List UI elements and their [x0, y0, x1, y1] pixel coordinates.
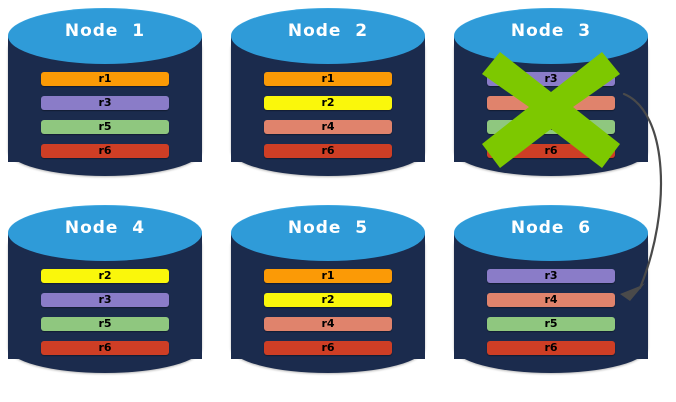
node-4-records: r2 r3 r5 r6 — [41, 269, 169, 355]
node-5[interactable]: Node 5 r1 r2 r4 r6 — [231, 203, 425, 389]
record-bar[interactable]: r4 — [264, 120, 392, 134]
record-bar[interactable]: r6 — [487, 144, 615, 158]
record-bar[interactable]: r5 — [41, 120, 169, 134]
record-bar[interactable]: r2 — [264, 96, 392, 110]
node-2[interactable]: Node 2 r1 r2 r4 r6 — [231, 6, 425, 192]
record-bar[interactable]: r6 — [487, 341, 615, 355]
node-1-cylinder-top — [8, 8, 202, 64]
record-bar[interactable]: r6 — [41, 144, 169, 158]
record-bar[interactable]: r3 — [41, 293, 169, 307]
record-bar[interactable]: r6 — [41, 341, 169, 355]
node-1-records: r1 r3 r5 r6 — [41, 72, 169, 158]
node-3-records: r3 r4 r5 r6 — [487, 72, 615, 158]
node-6-title: Node 6 — [510, 218, 592, 238]
record-bar[interactable]: r6 — [264, 341, 392, 355]
record-bar[interactable]: r4 — [487, 293, 615, 307]
record-bar[interactable]: r3 — [487, 72, 615, 86]
node-5-title: Node 5 — [287, 218, 369, 238]
record-bar[interactable]: r1 — [41, 72, 169, 86]
node-3[interactable]: Node 3 r3 r4 r5 r6 — [454, 6, 648, 192]
node-1-title: Node 1 — [64, 21, 146, 41]
record-bar[interactable]: r3 — [487, 269, 615, 283]
node-4[interactable]: Node 4 r2 r3 r5 r6 — [8, 203, 202, 389]
record-bar[interactable]: r5 — [41, 317, 169, 331]
node-6-cylinder-top — [454, 205, 648, 261]
record-bar[interactable]: r6 — [264, 144, 392, 158]
record-bar[interactable]: r5 — [487, 120, 615, 134]
record-bar[interactable]: r2 — [41, 269, 169, 283]
record-bar[interactable]: r2 — [264, 293, 392, 307]
record-bar[interactable]: r3 — [41, 96, 169, 110]
node-2-records: r1 r2 r4 r6 — [264, 72, 392, 158]
record-bar[interactable]: r1 — [264, 72, 392, 86]
node-5-cylinder-top — [231, 205, 425, 261]
node-2-cylinder-top — [231, 8, 425, 64]
record-bar[interactable]: r1 — [264, 269, 392, 283]
record-bar[interactable]: r5 — [487, 317, 615, 331]
node-3-title: Node 3 — [510, 21, 592, 41]
node-2-title: Node 2 — [287, 21, 369, 41]
node-6[interactable]: Node 6 r3 r4 r5 r6 — [454, 203, 648, 389]
record-bar[interactable]: r4 — [264, 317, 392, 331]
node-4-title: Node 4 — [64, 218, 146, 238]
node-5-records: r1 r2 r4 r6 — [264, 269, 392, 355]
node-1[interactable]: Node 1 r1 r3 r5 r6 — [8, 6, 202, 192]
node-6-records: r3 r4 r5 r6 — [487, 269, 615, 355]
node-4-cylinder-top — [8, 205, 202, 261]
record-bar[interactable]: r4 — [487, 96, 615, 110]
